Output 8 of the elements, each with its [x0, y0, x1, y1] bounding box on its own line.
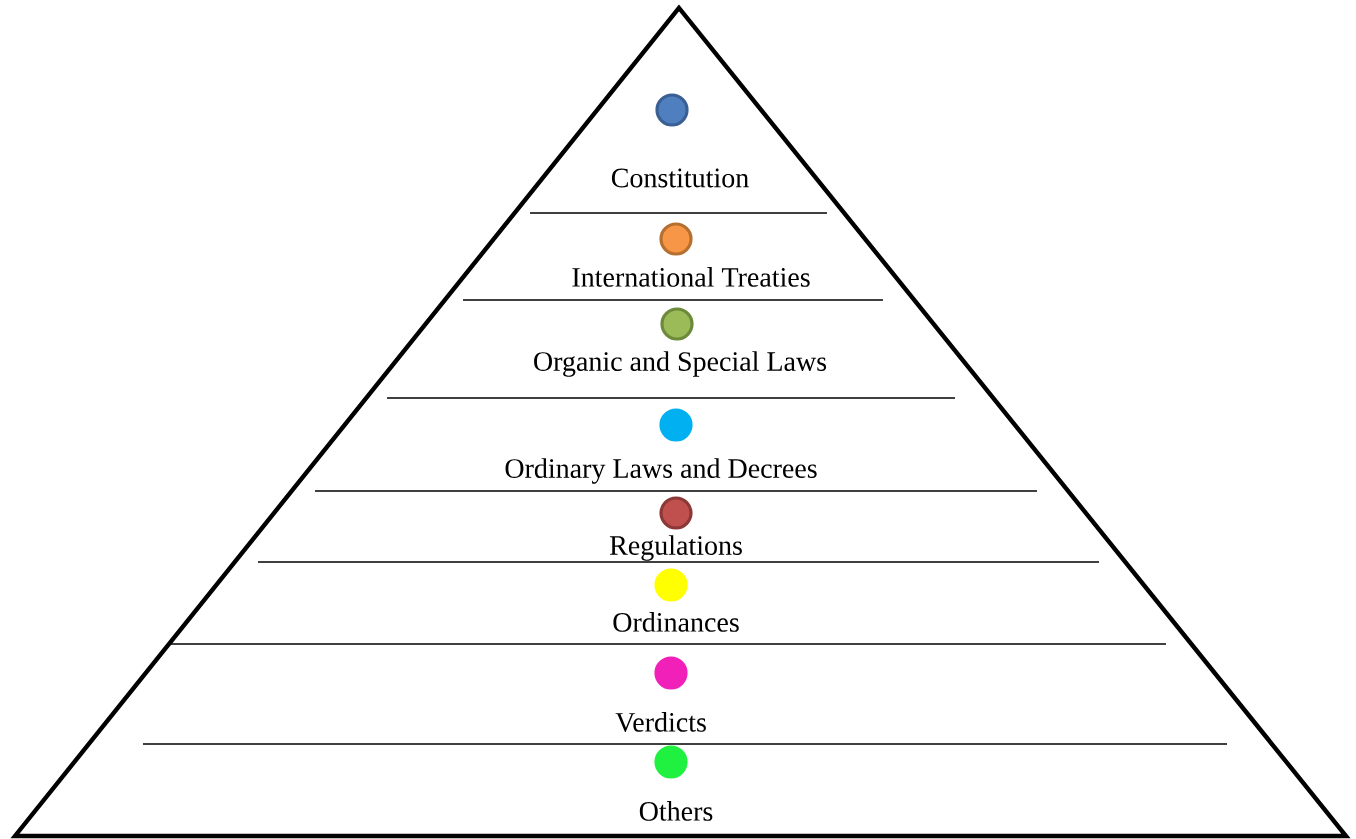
tier-label: Ordinances — [613, 612, 739, 632]
tier-label: International Treaties — [572, 267, 810, 287]
tier-label: Others — [639, 801, 713, 821]
tier-label: Verdicts — [615, 712, 706, 732]
tier-label: Constitution — [611, 168, 749, 188]
tier-label: Regulations — [609, 535, 742, 561]
tier-label: Organic and Special Laws — [534, 351, 827, 377]
tier-label: Ordinary Laws and Decrees — [505, 458, 817, 484]
